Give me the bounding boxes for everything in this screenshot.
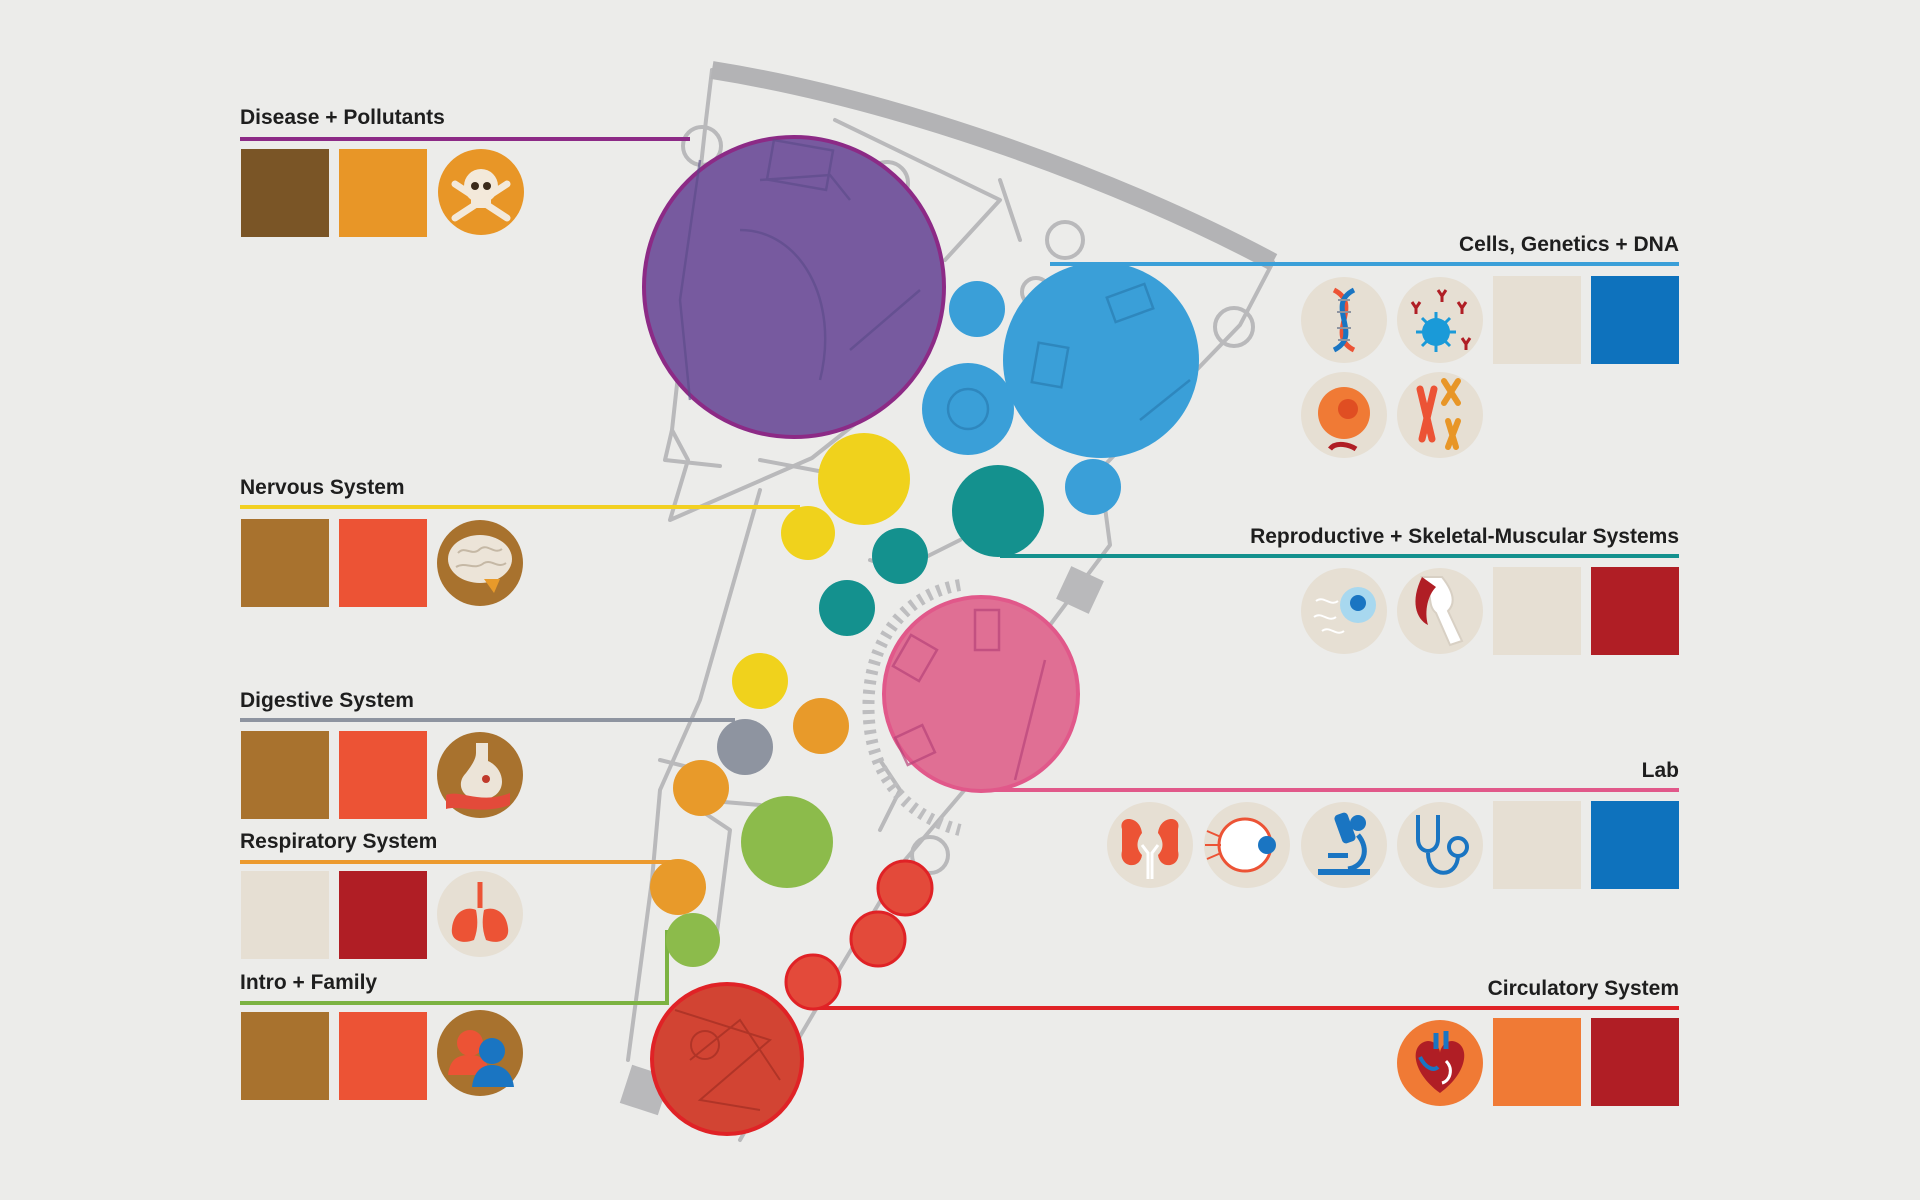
gallery-circles	[642, 135, 1199, 1136]
disease-pollutants-label: Disease + Pollutants	[240, 106, 445, 129]
virus-antibody-icon	[1397, 277, 1483, 363]
cells-genetics-dna-label: Cells, Genetics + DNA	[1459, 233, 1679, 256]
lungs-icon	[437, 871, 523, 957]
dna-icon	[1301, 277, 1387, 363]
lab-swatch-1	[1493, 801, 1581, 889]
disease-swatch-1	[241, 149, 329, 237]
lab-swatch-2	[1591, 801, 1679, 889]
knee-joint-icon	[1397, 568, 1483, 654]
digestive-swatch-2	[339, 731, 427, 819]
pink-gallery-details	[891, 608, 1047, 781]
intro-family-label: Intro + Family	[240, 971, 378, 994]
kidneys-icon	[1107, 802, 1193, 888]
chromosome-icon	[1397, 372, 1483, 458]
eye-icon	[1204, 802, 1290, 888]
stethoscope-icon	[1397, 802, 1483, 888]
cell-icon	[1301, 372, 1387, 458]
cells-swatch-1	[1493, 276, 1581, 364]
building-roof-band	[710, 61, 1278, 270]
red-gallery-details	[674, 1009, 781, 1111]
microscope-icon	[1301, 802, 1387, 888]
cells-swatch-2	[1591, 276, 1679, 364]
circulatory-system-label: Circulatory System	[1487, 977, 1679, 1000]
circulatory-swatch-2	[1591, 1018, 1679, 1106]
beaded-arc	[862, 579, 962, 836]
reproductive-skeletal-label: Reproductive + Skeletal-Muscular Systems	[1250, 525, 1679, 548]
repro-swatch-1	[1493, 567, 1581, 655]
digestive-swatch-1	[241, 731, 329, 819]
connector-lines	[240, 137, 1679, 1010]
lab-label: Lab	[1641, 759, 1679, 782]
nervous-swatch-1	[241, 519, 329, 607]
skull-crossbones-icon	[438, 149, 524, 235]
intro-swatch-1	[241, 1012, 329, 1100]
nervous-system-label: Nervous System	[240, 476, 405, 499]
respiratory-system-label: Respiratory System	[240, 830, 438, 853]
brain-icon	[437, 520, 523, 606]
blue-gallery-details	[946, 282, 1191, 431]
disease-swatch-2	[339, 149, 427, 237]
purple-gallery-details	[678, 138, 921, 401]
respiratory-swatch-1	[241, 871, 329, 959]
heart-icon	[1397, 1020, 1483, 1106]
egg-sperm-icon	[1301, 568, 1387, 654]
nervous-swatch-2	[339, 519, 427, 607]
family-icon	[437, 1010, 523, 1096]
respiratory-swatch-2	[339, 871, 427, 959]
repro-swatch-2	[1591, 567, 1679, 655]
circulatory-swatch-1	[1493, 1018, 1581, 1106]
digestive-system-label: Digestive System	[240, 689, 414, 712]
intro-swatch-2	[339, 1012, 427, 1100]
stomach-icon	[437, 732, 523, 818]
